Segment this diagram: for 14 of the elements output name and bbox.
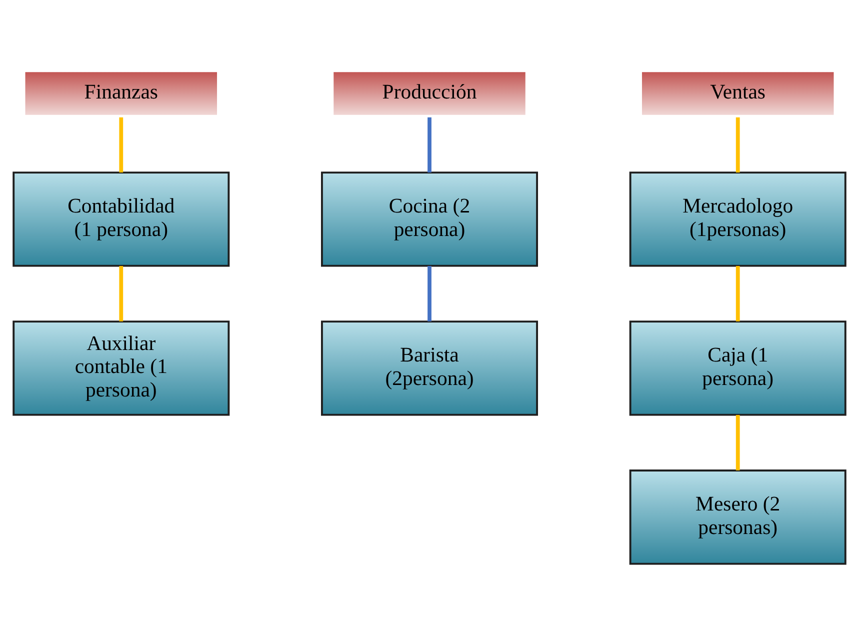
node-box: Barista (2persona) (321, 320, 538, 416)
node-box: Mesero (2 personas) (629, 469, 846, 564)
connector (428, 116, 432, 172)
connector (428, 266, 432, 321)
connector (736, 414, 740, 470)
node-box: Auxiliar contable (1 persona) (12, 320, 230, 416)
node-box: Contabilidad (1 persona) (12, 171, 230, 266)
node-box: Cocina (2 persona) (321, 171, 538, 266)
node-box: Mercadologo (1personas) (629, 171, 846, 266)
connector (119, 116, 124, 172)
connector (736, 116, 740, 172)
node-box: Caja (1 persona) (629, 320, 846, 416)
connector (736, 266, 740, 321)
connector (119, 266, 124, 321)
